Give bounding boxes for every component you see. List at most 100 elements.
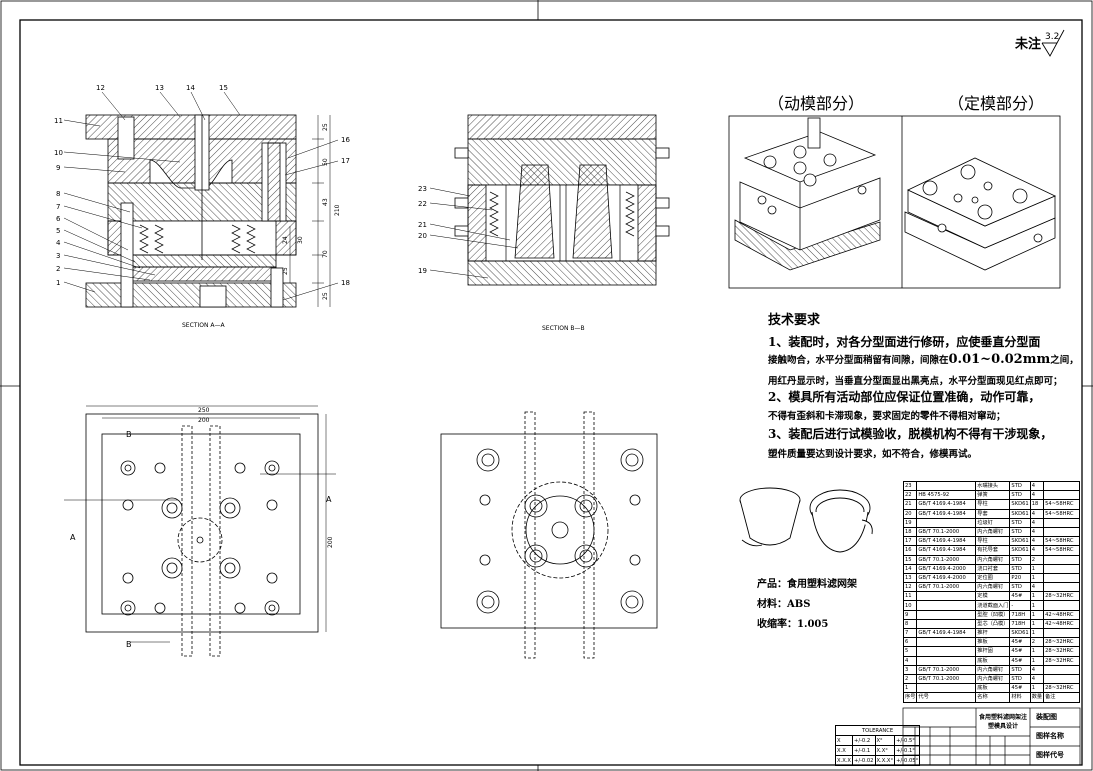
tolerance-title: TOLERANCE bbox=[834, 725, 921, 736]
bom-cell: 3 bbox=[902, 664, 918, 675]
bom-cell: 推板 bbox=[975, 637, 1011, 648]
bom-cell: 浇口衬套 bbox=[975, 563, 1011, 574]
bom-cell: 28~32HRC bbox=[1043, 637, 1080, 648]
bom-cell: 15 bbox=[902, 554, 918, 565]
bom-cell: STD bbox=[1009, 582, 1031, 593]
tol-cell: +/-0.02 bbox=[851, 755, 876, 766]
tech-line-2a: 接触吻合，水平分型面稍留有间隙，间隙在 bbox=[768, 355, 949, 366]
callout-7: 7 bbox=[56, 203, 60, 211]
bom-cell: 45# bbox=[1009, 637, 1031, 648]
callout-9: 9 bbox=[56, 164, 60, 172]
callout-4: 4 bbox=[56, 239, 61, 247]
dim-25-inner: 25 bbox=[282, 267, 289, 275]
section-aa-dim-values: 25 50 43 210 30 70 25 24 25 bbox=[282, 123, 341, 300]
dim-70: 70 bbox=[322, 250, 329, 258]
bom-cell: P20 bbox=[1009, 572, 1031, 584]
bom-cell bbox=[916, 683, 977, 694]
tech-line-4: 2、模具所有活动部位应保证位置准确，动作可靠， bbox=[768, 390, 1041, 404]
bom-cell: 弹簧 bbox=[975, 490, 1011, 501]
bom-cell: 28~32HRC bbox=[1043, 683, 1080, 694]
bom-cell: 4 bbox=[1029, 673, 1045, 685]
callout-19: 19 bbox=[418, 267, 427, 275]
bom-cell: GB/T 70.1-2000 bbox=[916, 673, 977, 685]
bom-cell: - bbox=[1009, 600, 1031, 611]
tech-gap-value: 0.01~0.02mm bbox=[948, 352, 1051, 367]
dim-250: 250 bbox=[198, 407, 210, 414]
bom-cell: STD bbox=[1009, 664, 1031, 675]
roughness-value: 3.2 bbox=[1045, 32, 1059, 42]
bom-cell: STD bbox=[1009, 490, 1031, 501]
section-aa-callouts: 11 10 9 8 7 6 5 4 3 2 1 12 13 14 15 16 1… bbox=[54, 84, 350, 287]
bom-cell: 718H bbox=[1009, 609, 1031, 620]
iso-fixed-half bbox=[904, 157, 1056, 271]
bom-cell: STD bbox=[1009, 673, 1031, 685]
callout-11: 11 bbox=[54, 117, 63, 125]
bom-cell: 718H bbox=[1009, 618, 1031, 630]
bom-cell: 4 bbox=[1029, 508, 1045, 519]
bom-cell: 备注 bbox=[1043, 692, 1080, 703]
callout-18: 18 bbox=[341, 279, 350, 287]
iso-moving-half bbox=[734, 117, 881, 271]
tol-cell: +/-0.2 bbox=[851, 735, 876, 746]
callout-15: 15 bbox=[219, 84, 228, 92]
section-aa-label: SECTION A—A bbox=[182, 322, 225, 329]
bom-cell: 4 bbox=[1029, 490, 1045, 501]
bom-cell: 底板 bbox=[975, 655, 1011, 666]
tol-cell: X.X° bbox=[874, 745, 896, 756]
bom-cell: 4 bbox=[1029, 664, 1045, 675]
section-bb-label: SECTION B—B bbox=[542, 325, 585, 332]
title-block-drawing-name: 图样名称 bbox=[1036, 732, 1064, 740]
bom-cell: 1 bbox=[1029, 618, 1045, 630]
bom-cell: STD bbox=[1009, 480, 1031, 492]
bom-cell: SKD61 bbox=[1009, 499, 1031, 510]
bom-cell: 定模 bbox=[975, 591, 1011, 602]
bom-cell: GB/T 4169.4-1984 bbox=[916, 499, 977, 510]
bom-cell: GB/T 4169.4-2000 bbox=[916, 563, 977, 574]
bom-cell bbox=[916, 618, 977, 630]
product-name: 产品：食用塑料滤网架 bbox=[757, 579, 857, 590]
bom-cell: 水嘴接头 bbox=[975, 480, 1011, 492]
view-label-fixed: （定模部分） bbox=[948, 94, 1045, 113]
bom-cell: 19 bbox=[902, 517, 918, 528]
bom-cell: 45# bbox=[1009, 591, 1031, 602]
bom-cell: 1 bbox=[1029, 646, 1045, 657]
bom-cell: 2 bbox=[902, 673, 918, 685]
plan-view-left bbox=[64, 405, 336, 657]
bom-cell: 28~32HRC bbox=[1043, 591, 1080, 602]
callout-20: 20 bbox=[418, 232, 427, 240]
springs-aa bbox=[139, 224, 256, 254]
bom-cell: 4 bbox=[902, 655, 918, 666]
bom-cell: 型腔（凹模） bbox=[975, 609, 1011, 620]
bom-cell: 18 bbox=[902, 526, 918, 538]
bom-cell: 型芯（凸模） bbox=[975, 618, 1011, 630]
bom-cell: 内六角螺钉 bbox=[975, 554, 1011, 565]
bom-cell: 6 bbox=[902, 637, 918, 648]
bom-cell: 54~58HRC bbox=[1043, 545, 1080, 556]
bom-cell: 13 bbox=[902, 572, 918, 584]
product-sketch-cup bbox=[739, 487, 801, 547]
bom-cell: 17 bbox=[902, 536, 918, 547]
bom-cell: 浇道截面入门 bbox=[975, 600, 1011, 611]
section-bb-callouts: 23 22 21 20 19 bbox=[418, 185, 427, 275]
bom-cell bbox=[1043, 563, 1080, 574]
dim-24: 24 bbox=[282, 236, 289, 244]
bom-row: 序号代号名称材料数量备注 bbox=[902, 692, 1080, 703]
tech-line-2c: 之间， bbox=[1050, 355, 1079, 366]
bom-cell: 1 bbox=[1029, 655, 1045, 666]
bom-cell: 4 bbox=[1029, 526, 1045, 538]
bom-cell bbox=[916, 480, 977, 492]
dim-200-width: 200 bbox=[198, 417, 210, 424]
dim-210: 210 bbox=[334, 204, 341, 216]
bom-cell: 12 bbox=[902, 582, 918, 593]
dim-25-bottom: 25 bbox=[322, 292, 329, 300]
dim-50: 50 bbox=[322, 158, 329, 166]
bom-cell bbox=[916, 609, 977, 620]
